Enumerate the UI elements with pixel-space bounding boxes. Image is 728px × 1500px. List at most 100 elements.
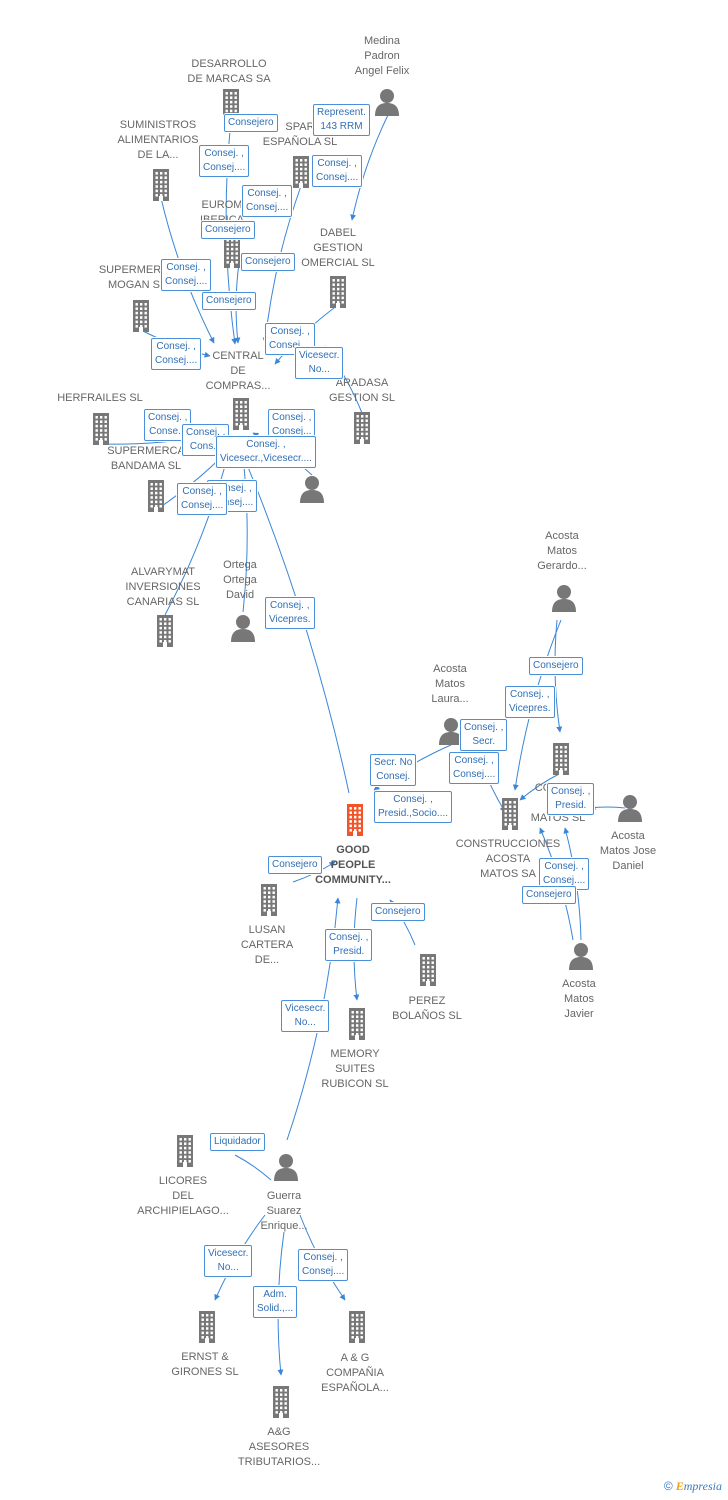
relation-tag[interactable]: Consej. ,Secr. [460,719,508,751]
relation-tag-text: Consej. , [317,158,357,169]
building-icon[interactable] [271,1386,291,1418]
person-icon[interactable] [568,942,594,970]
building-icon[interactable] [151,169,171,201]
building-icon[interactable] [131,300,151,332]
relation-tag[interactable]: Vicesecr.No... [281,1000,330,1032]
relation-tag[interactable]: Consejero [522,886,576,904]
person-icon[interactable] [617,794,643,822]
building-icon[interactable] [347,1008,367,1040]
building-icon[interactable] [155,615,175,647]
relation-tag[interactable]: Consej. ,Consej... [268,409,316,441]
relation-tag[interactable]: Consej. ,Vicepres. [505,686,555,718]
relation-tag-text: Consej. , [212,483,252,494]
relation-tag[interactable]: Vicesecr.No... [295,347,344,379]
relation-tag[interactable]: Liquidador [210,1133,265,1151]
relation-tag[interactable]: Consej. ,Vicesecr.,Vicesecr.... [216,436,316,468]
relation-tag[interactable]: Consejero [529,657,583,675]
node-label-line: Enrique... [260,1220,308,1232]
building-icon[interactable] [347,1311,367,1343]
relation-tag-text: Secr. No [374,757,413,768]
relation-tag[interactable]: Consej. ,Consej.... [199,145,250,177]
relation-tag[interactable]: Secr. No Consej. [370,754,417,786]
relation-tag[interactable]: Consej. ,Consej.... [449,752,500,784]
person-icon[interactable] [273,1153,299,1181]
relation-tag[interactable]: Consej. ,Consej.... [242,185,293,217]
person-icon[interactable] [374,88,400,116]
building-icon[interactable] [175,1135,195,1167]
building-icon[interactable] [222,236,242,268]
building-icon[interactable] [345,804,365,836]
relation-tag[interactable]: Consej. ,Presid.,Socio.... [374,791,453,823]
person-icon[interactable] [299,475,325,503]
relation-tag-text: Consej.... [246,202,289,213]
node-label-herfrailes[interactable]: HERFRAILES SL [35,391,165,406]
person-icon[interactable] [230,614,256,642]
building-icon[interactable] [91,413,111,445]
building-icon[interactable] [352,412,372,444]
node-label-line: LUSAN [248,924,286,936]
relation-tag[interactable]: Consej. ,Consej.... [298,1249,349,1281]
building-icon[interactable] [500,798,520,830]
relation-tag[interactable]: Consej. ,Consej.... [312,155,363,187]
relation-tag[interactable]: Adm.Solid.,... [253,1286,298,1318]
node-label-ernst[interactable]: ERNST &GIRONES SL [140,1350,270,1380]
relation-tag[interactable]: Consej. ,Vicepres. [265,597,315,629]
relation-tag-text: Consej. , [510,689,550,700]
building-icon[interactable] [551,743,571,775]
relation-tag[interactable]: Consejero [201,221,255,239]
relation-tag[interactable]: Consej. ,Consej.... [151,338,202,370]
person-icon[interactable] [438,717,464,745]
relation-tag[interactable]: Consej. ,Presid. [325,929,373,961]
relation-tag[interactable]: Consejero [371,903,425,921]
person-icon[interactable] [551,584,577,612]
relation-tag-text: Represent. [317,107,366,118]
building-icon[interactable] [328,276,348,308]
relation-tag[interactable]: Consejero [224,114,278,132]
relation-tag[interactable]: Consejero [241,253,295,271]
relation-tag[interactable]: Vicesecr.No... [204,1245,253,1277]
relation-tag[interactable]: Consej. ,Consej.... [161,259,212,291]
relation-tag-text: Consej.... [203,162,246,173]
building-icon[interactable] [418,954,438,986]
node-label-line: CANARIAS SL [126,596,200,608]
building-icon[interactable] [231,398,251,430]
relation-tag[interactable]: Consej. ,Consej.... [539,858,590,890]
relation-tag[interactable]: Consej. ,Presid. [547,783,595,815]
relation-tag-text: Consej.... [211,497,254,508]
relation-tag[interactable]: Consej. ,Consej.... [177,483,228,515]
node-label-line: Acosta [611,830,645,842]
relation-tag[interactable]: Consejero [202,292,256,310]
building-icon[interactable] [197,1311,217,1343]
relation-tag[interactable]: Represent.143 RRM [313,104,370,136]
relation-tag-text: Consej. [376,771,411,782]
building-icon[interactable] [146,480,166,512]
relation-tag[interactable]: Consejero [268,856,322,874]
building-icon[interactable] [259,884,279,916]
building-icon[interactable] [291,156,311,188]
